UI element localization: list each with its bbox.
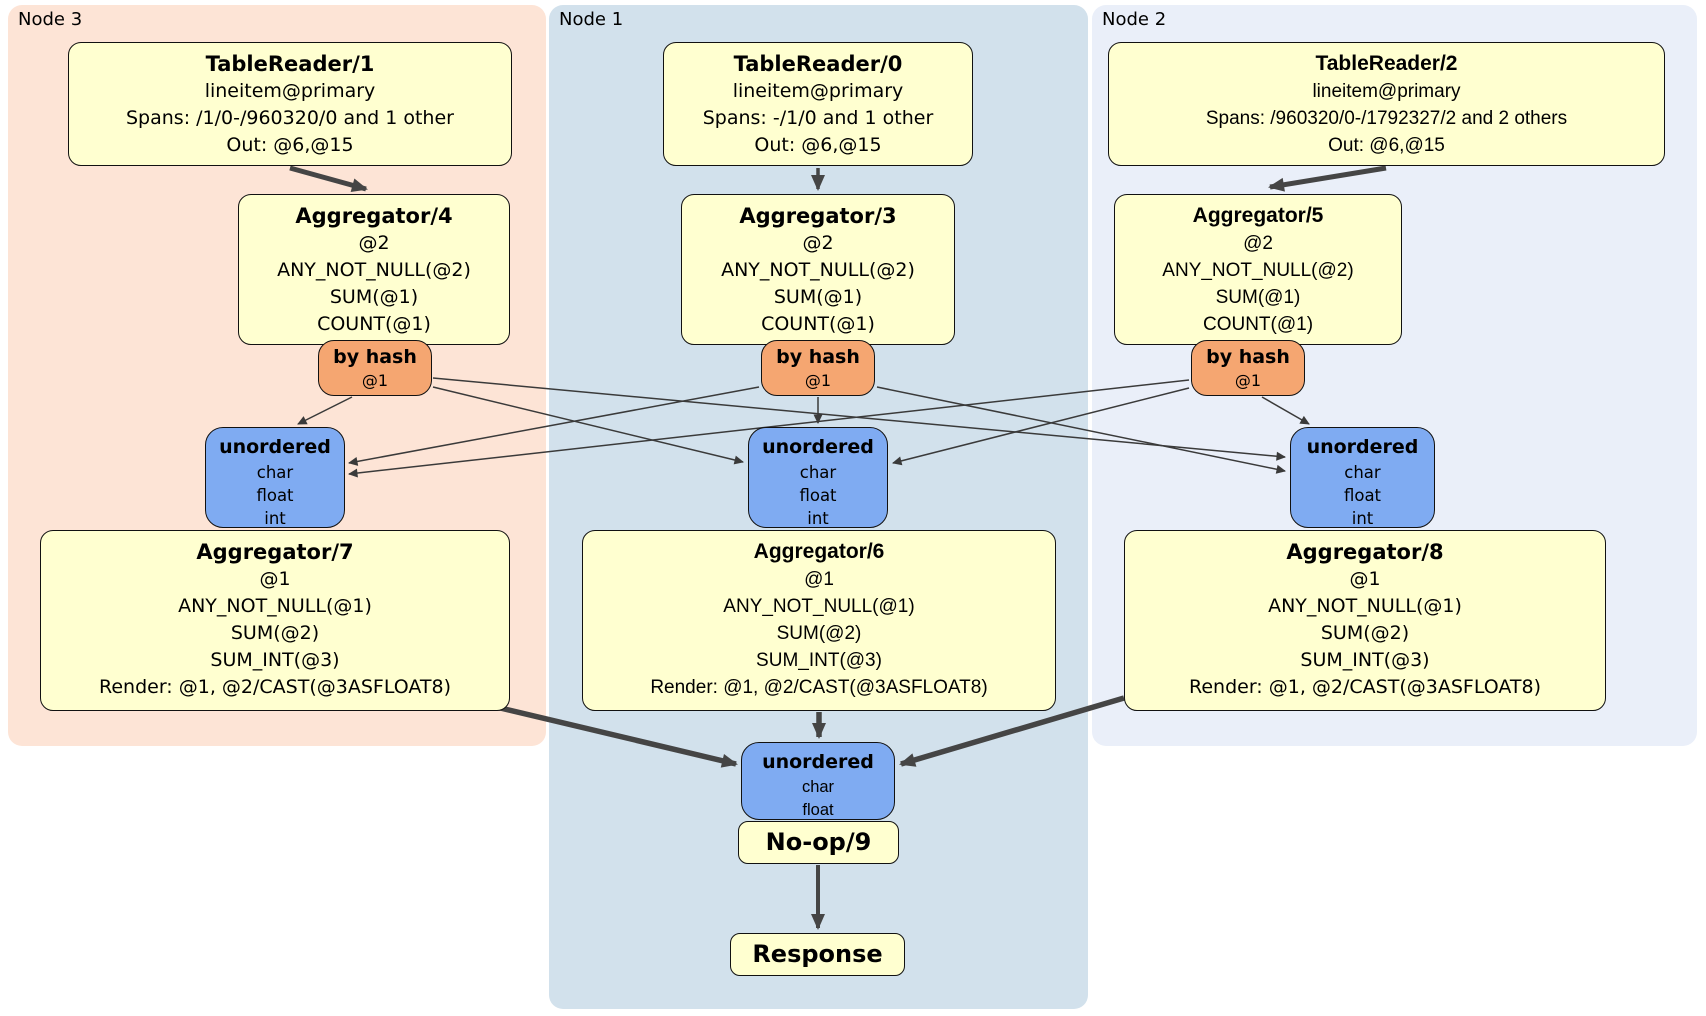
- aggregator-5-box: Aggregator/5 @2 ANY_NOT_NULL(@2) SUM(@1)…: [1114, 194, 1402, 345]
- router-title: by hash: [333, 346, 417, 368]
- aggregator-8-box: Aggregator/8 @1 ANY_NOT_NULL(@1) SUM(@2)…: [1124, 530, 1606, 711]
- sync-line: int: [1351, 509, 1374, 528]
- box-line: SUM(@1): [329, 286, 419, 308]
- box-line: COUNT(@1): [1202, 314, 1314, 335]
- noop-box: No-op/9: [738, 821, 899, 864]
- box-title: TableReader/1: [205, 52, 375, 76]
- box-title: Aggregator/3: [739, 204, 897, 228]
- sync-title: unordered: [762, 436, 874, 458]
- box-title: Aggregator/7: [196, 540, 354, 564]
- box-line: SUM_INT(@3): [1300, 649, 1430, 671]
- box-line: ANY_NOT_NULL(@1): [1268, 595, 1462, 617]
- box-line: SUM_INT(@3): [210, 649, 340, 671]
- box-line: SUM(@1): [1215, 287, 1301, 308]
- box-line: ANY_NOT_NULL(@2): [1162, 260, 1354, 281]
- box-line: Spans: -/1/0 and 1 other: [702, 107, 934, 129]
- by-hash-router-3: by hash @1: [761, 340, 875, 396]
- tablereader-0-box: TableReader/0 lineitem@primary Spans: -/…: [663, 42, 973, 166]
- box-title: Aggregator/5: [1192, 204, 1324, 227]
- by-hash-router-4: by hash @1: [318, 340, 432, 396]
- box-line: Spans: /1/0-/960320/0 and 1 other: [126, 107, 454, 129]
- by-hash-router-5: by hash @1: [1191, 340, 1305, 396]
- box-line: COUNT(@1): [317, 313, 431, 335]
- box-line: Render: @1, @2/CAST(@3ASFLOAT8): [650, 677, 988, 698]
- sync-line: char: [256, 463, 294, 482]
- tablereader-2-box: TableReader/2 lineitem@primary Spans: /9…: [1108, 42, 1665, 166]
- router-detail: @1: [361, 371, 389, 390]
- unordered-sync-6: unordered char float int: [748, 427, 888, 528]
- box-line: ANY_NOT_NULL(@1): [178, 595, 372, 617]
- box-line: SUM(@2): [230, 622, 320, 644]
- box-line: @1: [259, 568, 291, 590]
- box-line: lineitem@primary: [1312, 81, 1461, 102]
- box-line: Render: @1, @2/CAST(@3ASFLOAT8): [1189, 676, 1541, 698]
- box-line: ANY_NOT_NULL(@2): [721, 259, 915, 281]
- sync-line: float: [256, 486, 294, 505]
- box-line: ANY_NOT_NULL(@2): [277, 259, 471, 281]
- router-detail: @1: [1234, 371, 1262, 390]
- sync-line: int: [264, 509, 286, 528]
- aggregator-3-box: Aggregator/3 @2 ANY_NOT_NULL(@2) SUM(@1)…: [681, 194, 955, 345]
- tablereader-1-box: TableReader/1 lineitem@primary Spans: /1…: [68, 42, 512, 166]
- box-line: Out: @6,@15: [754, 134, 882, 156]
- box-line: Spans: /960320/0-/1792327/2 and 2 others: [1205, 108, 1568, 129]
- box-title: TableReader/2: [1315, 52, 1458, 75]
- router-title: by hash: [1206, 346, 1290, 368]
- sync-line: float: [799, 486, 837, 505]
- box-line: @2: [1243, 233, 1273, 254]
- box-line: @1: [804, 569, 834, 590]
- sync-line: char: [799, 463, 837, 482]
- box-title: Aggregator/4: [295, 204, 453, 228]
- box-line: Render: @1, @2/CAST(@3ASFLOAT8): [99, 676, 451, 698]
- router-detail: @1: [804, 371, 832, 390]
- sync-line: float: [1343, 486, 1382, 505]
- final-unordered-sync: unordered char float: [741, 742, 895, 820]
- sync-line: char: [1344, 463, 1381, 482]
- node2-label: Node 2: [1102, 9, 1167, 30]
- box-line: COUNT(@1): [761, 313, 875, 335]
- sync-title: unordered: [1306, 436, 1419, 458]
- box-line: SUM(@2): [776, 623, 862, 644]
- box-title: TableReader/0: [733, 52, 903, 76]
- box-line: @2: [358, 232, 390, 254]
- box-line: SUM(@1): [773, 286, 863, 308]
- box-title: Aggregator/6: [753, 540, 885, 563]
- box-line: lineitem@primary: [732, 80, 904, 102]
- sync-line: int: [807, 509, 829, 528]
- aggregator-6-box: Aggregator/6 @1 ANY_NOT_NULL(@1) SUM(@2)…: [582, 530, 1056, 711]
- box-title: Aggregator/8: [1286, 540, 1444, 564]
- box-line: Out: @6,@15: [1328, 135, 1445, 156]
- box-line: @1: [1349, 568, 1381, 590]
- sync-line: char: [801, 778, 835, 796]
- box-line: SUM_INT(@3): [756, 650, 882, 671]
- box-line: ANY_NOT_NULL(@1): [723, 596, 915, 617]
- box-line: SUM(@2): [1320, 622, 1410, 644]
- box-line: @2: [802, 232, 834, 254]
- box-line: Out: @6,@15: [226, 134, 354, 156]
- aggregator-4-box: Aggregator/4 @2 ANY_NOT_NULL(@2) SUM(@1)…: [238, 194, 510, 345]
- router-title: by hash: [776, 346, 860, 368]
- node1-label: Node 1: [559, 9, 624, 30]
- sync-title: unordered: [219, 436, 331, 458]
- sync-line: float: [802, 801, 834, 819]
- unordered-sync-8: unordered char float int: [1290, 427, 1435, 528]
- node3-label: Node 3: [18, 9, 83, 30]
- response-box: Response: [730, 933, 905, 976]
- sync-title: unordered: [762, 751, 874, 773]
- box-line: lineitem@primary: [204, 80, 376, 102]
- unordered-sync-7: unordered char float int: [205, 427, 345, 528]
- aggregator-7-box: Aggregator/7 @1 ANY_NOT_NULL(@1) SUM(@2)…: [40, 530, 510, 711]
